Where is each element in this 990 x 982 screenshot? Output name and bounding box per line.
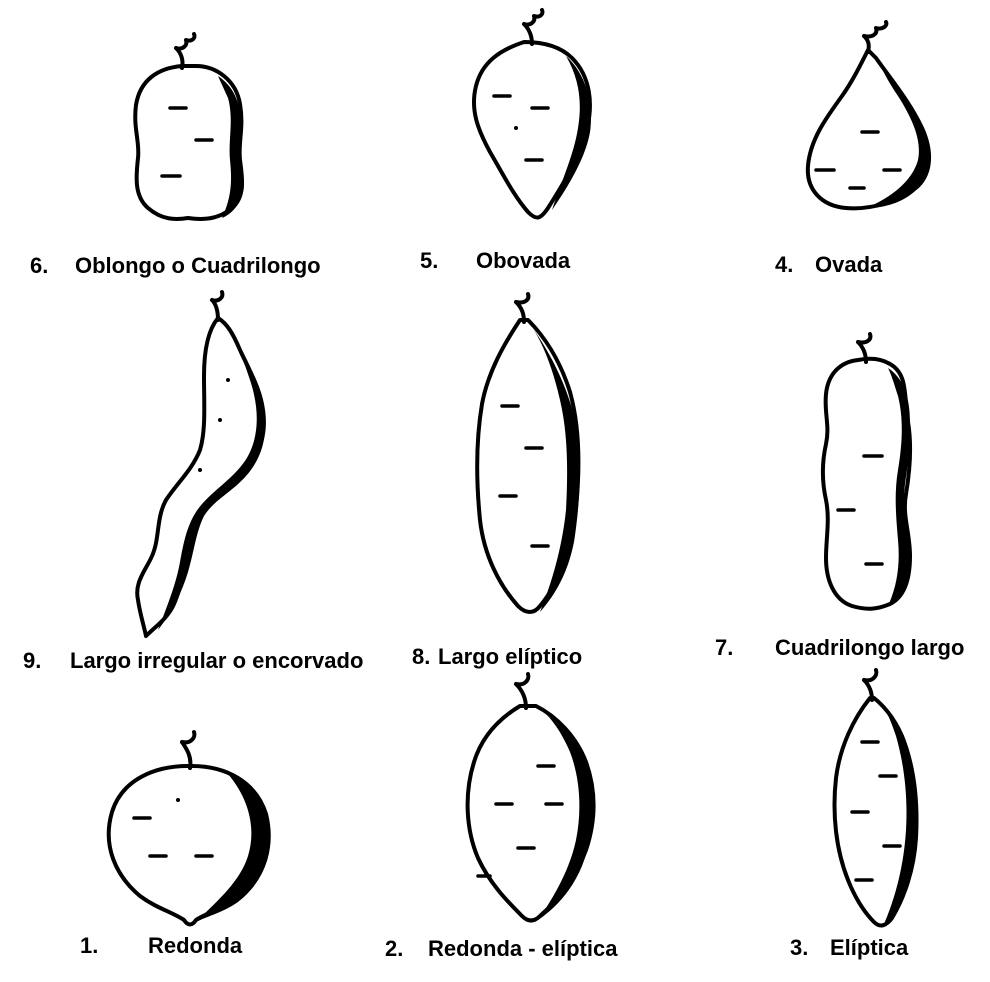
label-largo-irregular-encorvado: Largo irregular o encorvado xyxy=(70,648,363,673)
label-number-8: 8. xyxy=(412,644,430,669)
root-oblongo-cuadrilongo xyxy=(135,34,242,219)
label-cuadrilongo-largo: Cuadrilongo largo xyxy=(775,635,964,660)
root-eliptica xyxy=(835,670,918,925)
label-oblongo-cuadrilongo: Oblongo o Cuadrilongo xyxy=(75,253,321,278)
root-redonda xyxy=(109,732,270,925)
label-eliptica: Elíptica xyxy=(830,935,909,960)
root-largo-irregular-encorvado xyxy=(137,292,265,636)
label-number-3: 3. xyxy=(790,935,808,960)
label-number-9: 9. xyxy=(23,648,41,673)
label-number-2: 2. xyxy=(385,936,403,961)
root-largo-eliptico xyxy=(477,294,579,612)
root-obovada xyxy=(474,10,591,218)
label-obovada: Obovada xyxy=(476,248,571,273)
label-number-4: 4. xyxy=(775,252,793,277)
label-ovada: Ovada xyxy=(815,252,883,277)
label-redonda-eliptica: Redonda - elíptica xyxy=(428,936,618,961)
label-redonda: Redonda xyxy=(148,933,243,958)
label-largo-eliptico: Largo elíptico xyxy=(438,644,582,669)
label-number-1: 1. xyxy=(80,933,98,958)
root-redonda-eliptica xyxy=(468,674,594,921)
label-number-5: 5. xyxy=(420,248,438,273)
root-cuadrilongo-largo xyxy=(823,334,910,609)
label-number-6: 6. xyxy=(30,253,48,278)
label-number-7: 7. xyxy=(715,635,733,660)
root-ovada xyxy=(808,22,930,208)
